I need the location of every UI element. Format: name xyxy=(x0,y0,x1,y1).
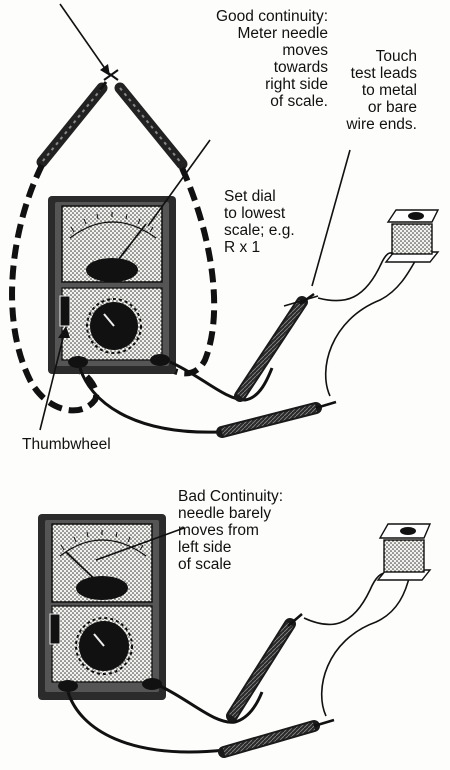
thumbwheel xyxy=(59,295,71,327)
coil-probe-upper xyxy=(234,292,319,402)
good-continuity-scene xyxy=(9,3,440,438)
black-cord-2 xyxy=(78,367,221,434)
multimeter-top xyxy=(48,196,176,374)
black-cord-1 xyxy=(169,360,274,402)
meter-scale xyxy=(69,221,157,239)
needle-leader-line xyxy=(147,139,211,227)
thumbwheel-label: Thumbwheel xyxy=(22,436,111,453)
right-probe xyxy=(114,82,188,170)
coil-wire-upper xyxy=(317,252,397,302)
coil-probe-bottom-upper xyxy=(226,613,303,722)
coil-wire-bottom-lower xyxy=(320,573,411,717)
meter-movement xyxy=(86,258,138,282)
coil-wire-lower xyxy=(324,255,419,397)
coil-probe-lower xyxy=(216,400,337,438)
jack-right xyxy=(150,354,170,366)
probe-tips-arrow xyxy=(59,3,110,76)
coil-top xyxy=(384,209,440,263)
black-cord-bottom-2 xyxy=(66,691,226,754)
good-continuity-label: Good continuity: Meter needle moves towa… xyxy=(215,8,328,110)
bad-continuity-label: Bad Continuity: needle barely moves from… xyxy=(178,488,284,573)
coil-wire-bottom-upper xyxy=(303,572,387,626)
thumbwheel-arrow xyxy=(39,326,70,431)
left-test-lead xyxy=(9,163,100,414)
bad-needle-leader xyxy=(95,527,185,561)
jack-left xyxy=(68,356,88,368)
coil-bottom xyxy=(376,523,432,581)
coil-probe-bottom-lower xyxy=(218,718,335,758)
multimeter-bottom xyxy=(38,514,166,700)
black-cord-bottom-1 xyxy=(159,684,264,724)
touch-test-leads-label: Touch test leads to metal or bare wire e… xyxy=(346,48,417,133)
probe-tips xyxy=(103,69,119,81)
bad-continuity-scene xyxy=(38,514,432,758)
touch-leader-line xyxy=(311,149,351,287)
left-probe xyxy=(36,81,108,168)
set-dial-label: Set dial to lowest scale; e.g. R x 1 xyxy=(224,188,295,256)
right-test-lead xyxy=(158,166,218,377)
